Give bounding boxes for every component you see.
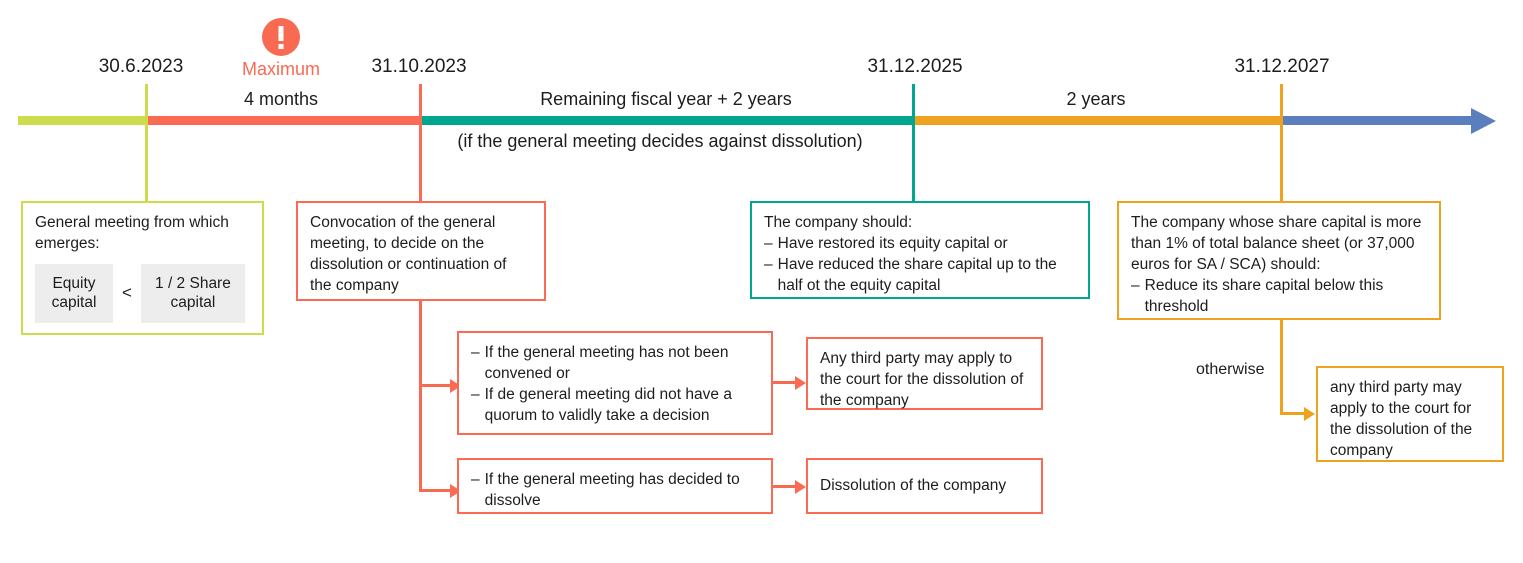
span-label-two-years: 2 years [1066, 89, 1126, 109]
timeline-arrow-head [1471, 108, 1496, 134]
chip-equity-capital: Equity capital [35, 263, 113, 323]
box-convocation: Convocation of the general meeting, to d… [296, 201, 546, 301]
bullet-dash: – [1131, 276, 1140, 294]
bullet-text: If the general meeting has decided to di… [484, 471, 740, 509]
connector-branch-1 [419, 384, 453, 387]
not-convened-bullet-2: – If de general meeting did not have a q… [471, 385, 759, 427]
arrow-branch-1 [450, 379, 461, 393]
exclamation-icon [261, 18, 300, 56]
arrow-dissolve-to-dissolution [795, 480, 806, 494]
bullet-text: Have reduced the share capital up to the… [777, 255, 1057, 294]
convocation-text: Convocation of the general meeting, to d… [310, 214, 507, 294]
box-share-capital-threshold: The company whose share capital is more … [1117, 201, 1441, 320]
span-label-remaining-years: Remaining fiscal year + 2 years [540, 89, 792, 109]
box-company-should: The company should: – Have restored its … [750, 201, 1090, 299]
bullet-dash: – [764, 255, 773, 273]
threshold-bullet-1: – Reduce its share capital below this th… [1131, 276, 1427, 318]
box-third-party-court: Any third party may apply to the court f… [806, 337, 1043, 410]
maximum-badge-label: Maximum [241, 59, 321, 79]
decided-dissolve-bullet-1: – If the general meeting has decided to … [471, 470, 759, 512]
box-general-meeting: General meeting from which emerges: Equi… [21, 201, 264, 335]
timeline-segment-remaining-years [420, 116, 913, 125]
date-label-2023-06-30: 30.6.2023 [98, 56, 184, 77]
timeline-sub-note: (if the general meeting decides against … [457, 131, 863, 151]
threshold-intro: The company whose share capital is more … [1131, 214, 1422, 273]
bullet-text: If the general meeting has not been conv… [484, 344, 729, 382]
timeline-segment-four-months [146, 116, 420, 125]
otherwise-third-party-text: any third party may apply to the court f… [1330, 379, 1473, 459]
connector-convocation-trunk [419, 301, 422, 491]
timeline-segment-after [1281, 116, 1471, 125]
bullet-text: Reduce its share capital below this thre… [1144, 276, 1384, 315]
date-label-2025-12-31: 31.12.2025 [867, 56, 963, 77]
bullet-dash: – [764, 234, 773, 252]
arrow-otherwise [1304, 407, 1315, 421]
comparison-operator: < [122, 282, 132, 302]
general-meeting-intro: General meeting from which emerges: [35, 214, 229, 252]
bullet-dash: – [471, 385, 480, 403]
span-label-four-months: 4 months [243, 89, 319, 109]
company-should-intro: The company should: [764, 214, 913, 231]
date-label-2023-10-31: 31.10.2023 [371, 56, 467, 77]
chip-share-capital: 1 / 2 Share capital [140, 263, 245, 323]
bullet-text: If de general meeting did not have a quo… [484, 385, 732, 424]
not-convened-bullet-1: – If the general meeting has not been co… [471, 343, 759, 385]
date-label-2027-12-31: 31.12.2027 [1234, 56, 1330, 77]
connector-otherwise-horizontal [1280, 412, 1307, 415]
dissolution-text: Dissolution of the company [820, 476, 1007, 494]
company-should-bullet-2: – Have reduced the share capital up to t… [764, 255, 1076, 297]
bullet-text: Have restored its equity capital or [777, 234, 1008, 252]
box-dissolution: Dissolution of the company [806, 458, 1043, 514]
third-party-court-text: Any third party may apply to the court f… [820, 350, 1024, 409]
connector-otherwise-trunk [1280, 320, 1283, 415]
equity-comparison: Equity capital < 1 / 2 Share capital [35, 263, 250, 323]
bullet-dash: – [471, 344, 480, 361]
tick-line-2025-12-31 [912, 84, 915, 201]
connector-dissolve-to-dissolution [773, 485, 797, 488]
timeline-segment-pre-period [18, 116, 146, 125]
box-otherwise-third-party: any third party may apply to the court f… [1316, 366, 1504, 462]
box-not-convened: – If the general meeting has not been co… [457, 331, 773, 435]
tick-line-2027-12-31 [1280, 84, 1283, 201]
tick-line-2023-10-31 [419, 84, 422, 301]
arrow-branch-2 [450, 484, 461, 498]
company-should-bullet-1: – Have restored its equity capital or [764, 234, 1076, 255]
bullet-dash: – [471, 471, 480, 488]
otherwise-label: otherwise [1196, 361, 1265, 378]
connector-not-convened-to-court [773, 381, 797, 384]
arrow-not-convened-to-court [795, 376, 806, 390]
connector-branch-2 [419, 489, 453, 492]
box-decided-dissolve: – If the general meeting has decided to … [457, 458, 773, 514]
timeline-segment-two-years [913, 116, 1281, 125]
maximum-badge: Maximum [242, 18, 320, 80]
